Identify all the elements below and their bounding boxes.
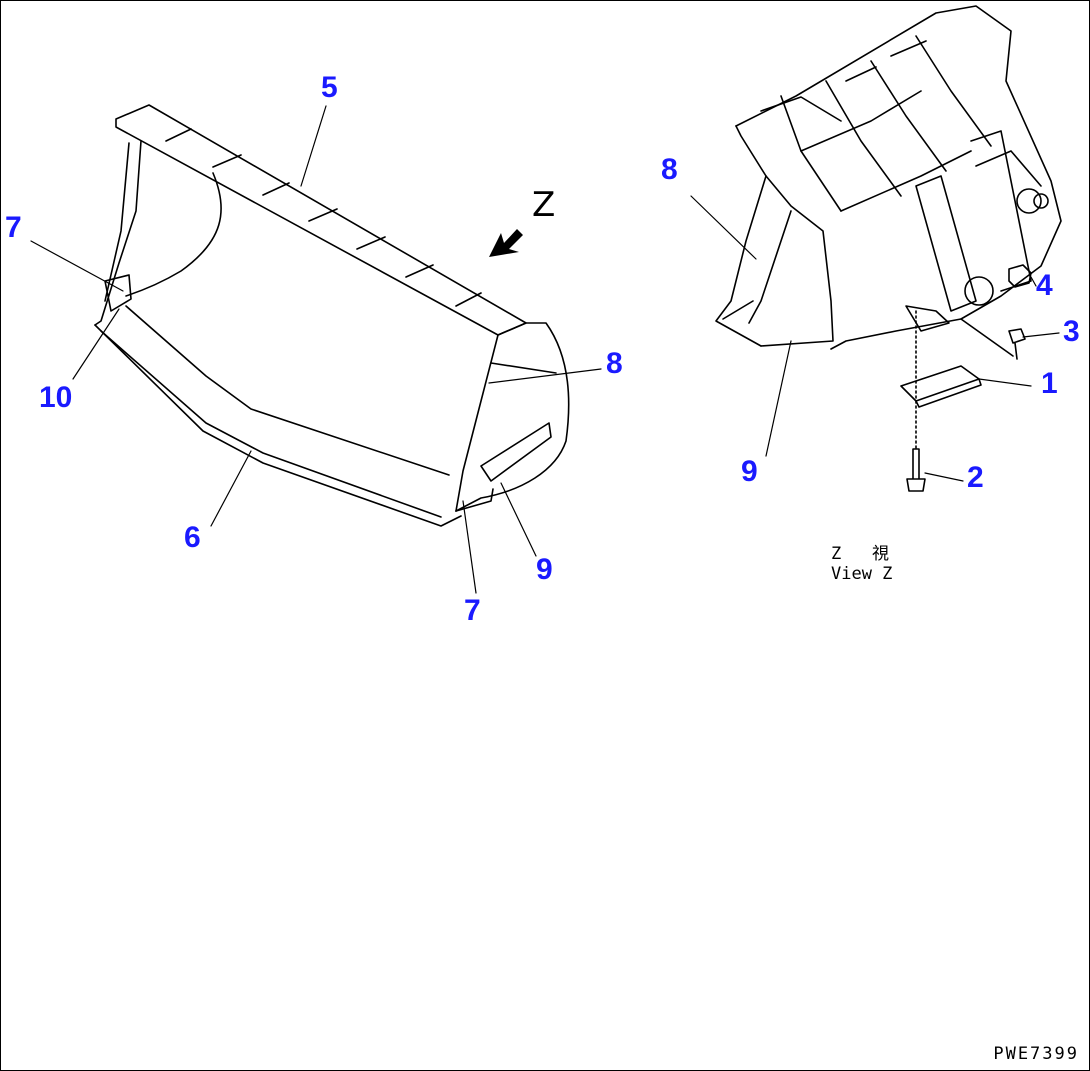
callout-8: 8 [606,347,623,380]
callout-9: 9 [536,553,553,586]
part-3-washer [1008,328,1026,360]
bucket-left-side [94,140,142,326]
callout-7: 7 [5,211,22,244]
leader-lines [30,105,1060,594]
view-arrow [489,229,523,257]
bucket-view-z [715,5,1062,492]
view-caption-line-2: View Z [831,564,893,584]
bucket-right-side [455,322,570,512]
callout-7-lower: 7 [464,594,481,627]
callout-3: 3 [1063,315,1080,348]
bucket-left-view [94,104,570,527]
callout-1: 1 [1041,367,1058,400]
callout-10: 10 [39,381,73,414]
bottom-plate [94,324,462,527]
callout-5: 5 [321,71,338,104]
view-caption-line-1: Z 視 [831,544,889,564]
callout-6: 6 [184,521,201,554]
drawing-id: PWE7399 [993,1044,1079,1064]
view-marker-label: Z [532,185,556,225]
callout-9-view-z: 9 [741,455,758,488]
callout-8-view-z: 8 [661,153,678,186]
callout-2: 2 [967,461,984,494]
part-2-bolt [906,448,926,492]
cutting-edge [115,104,527,336]
part-4-nut [1008,264,1032,288]
part-1-plate [900,365,980,402]
callout-4: 4 [1036,269,1053,302]
